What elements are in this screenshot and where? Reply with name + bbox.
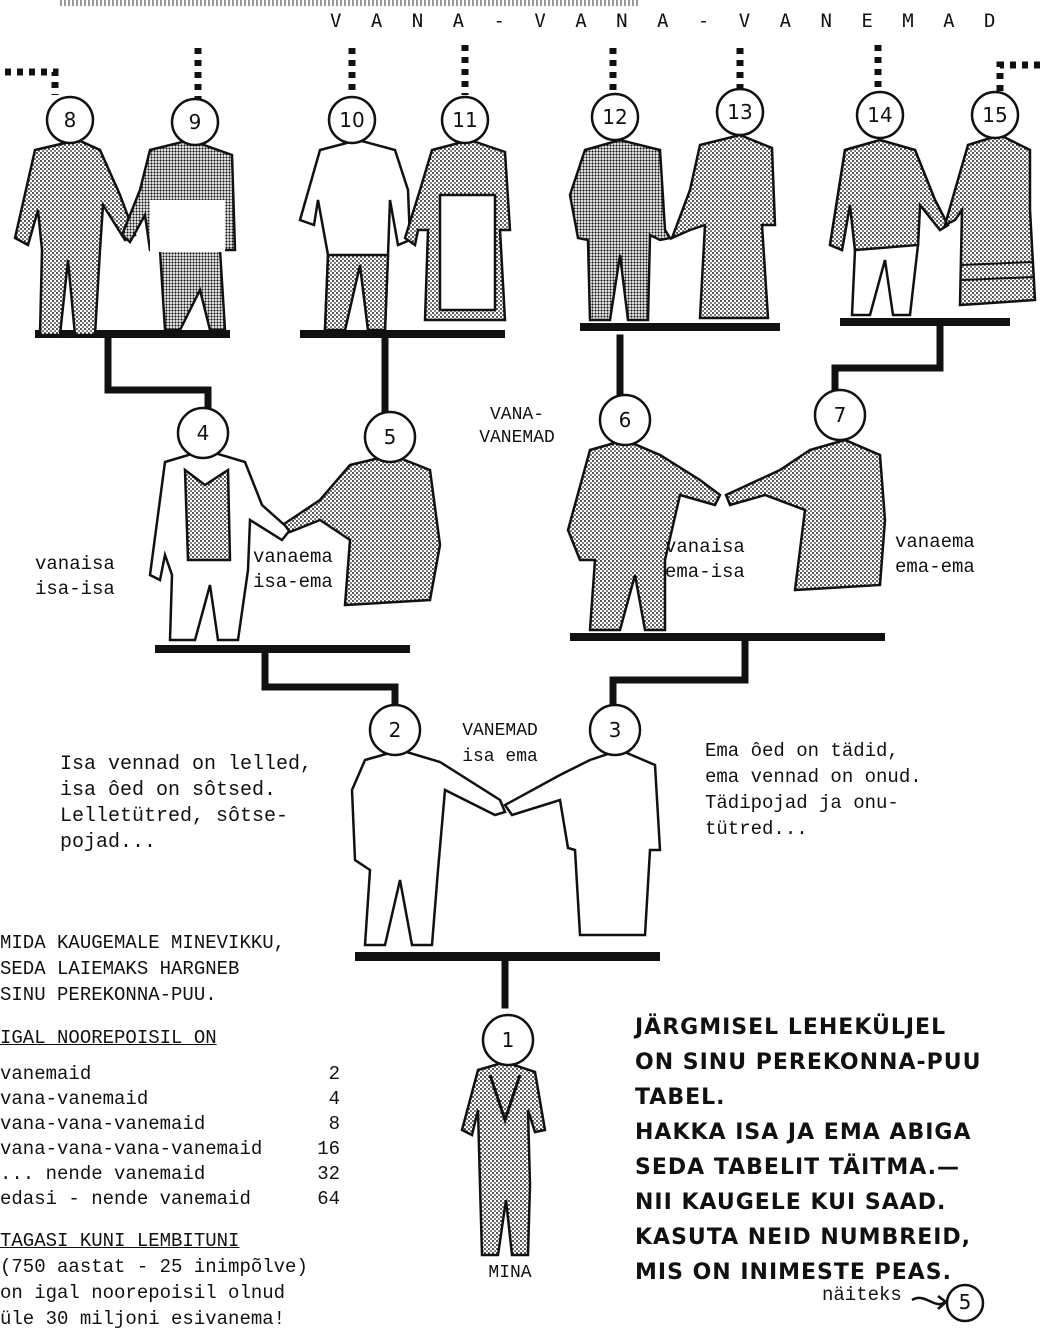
person-number-7: 7 bbox=[834, 403, 847, 427]
head-10 bbox=[327, 95, 377, 145]
person-8-figure bbox=[13, 138, 137, 337]
instructions-text: JÄRGMISEL LEHEKÜLJEL ON SINU PEREKONNA-P… bbox=[635, 1015, 982, 1285]
person-number-14: 14 bbox=[867, 103, 892, 127]
person-number-3: 3 bbox=[609, 718, 622, 742]
grandparents-label: VANA- VANEMAD bbox=[479, 405, 555, 448]
left-intro-text: MIDA KAUGEMALE MINEVIKKU, SEDA LAIEMAKS … bbox=[0, 932, 286, 1006]
person-number-15: 15 bbox=[982, 103, 1007, 127]
parents-label: VANEMAD bbox=[462, 721, 538, 741]
head-8 bbox=[45, 95, 95, 145]
connector-6-7-to-3 bbox=[609, 636, 749, 709]
ground-lines bbox=[35, 318, 1010, 961]
person-13-figure bbox=[669, 133, 777, 320]
person-number-5: 5 bbox=[384, 425, 397, 449]
person-2-figure bbox=[350, 748, 507, 947]
person-10-figure bbox=[298, 138, 412, 332]
me-label: MINA bbox=[488, 1263, 532, 1283]
head-3 bbox=[588, 703, 642, 757]
head-14 bbox=[855, 90, 905, 140]
head-1 bbox=[481, 1013, 535, 1067]
person-number-11: 11 bbox=[452, 108, 477, 132]
person-number-12: 12 bbox=[602, 105, 627, 129]
relation-label-5: vanaema isa-ema bbox=[253, 546, 333, 593]
person-number-10: 10 bbox=[339, 108, 364, 132]
person-number-13: 13 bbox=[727, 100, 752, 124]
head-4 bbox=[176, 406, 230, 460]
person-12-figure bbox=[568, 138, 673, 322]
head-2 bbox=[368, 703, 422, 757]
relation-label-6: vanaisa ema-isa bbox=[665, 536, 745, 583]
top-border-band bbox=[60, 0, 640, 6]
relation-label-4: vanaisa isa-isa bbox=[35, 553, 115, 600]
person-number-6: 6 bbox=[619, 408, 632, 432]
head-6 bbox=[598, 393, 652, 447]
example-arrow-icon bbox=[911, 1295, 948, 1310]
person-7-figure bbox=[724, 438, 887, 592]
person-3-figure bbox=[503, 748, 662, 937]
person-number-1: 1 bbox=[502, 1028, 515, 1052]
person-5-figure bbox=[282, 453, 442, 607]
great-grandparents-title: V A N A - V A N A - V A N E M A D bbox=[330, 10, 1005, 32]
left-heading: IGAL NOOREPOISIL ON bbox=[0, 1027, 217, 1049]
head-15 bbox=[970, 90, 1020, 140]
person-1-figure bbox=[460, 1060, 547, 1257]
person-number-2: 2 bbox=[389, 718, 402, 742]
left-heading-2: TAGASI KUNI LEMBITUNI bbox=[0, 1230, 240, 1252]
dashed-ancestry-lines bbox=[5, 45, 1040, 100]
example-label: näiteks bbox=[822, 1284, 902, 1306]
connector-8-9-to-4 bbox=[104, 334, 212, 424]
left-footer-text: (750 aastat - 25 inimpõlve) on igal noor… bbox=[0, 1256, 308, 1330]
example-head-circle bbox=[945, 1283, 985, 1323]
head-12 bbox=[590, 92, 640, 142]
relation-label-7: vanaema ema-ema bbox=[895, 531, 975, 578]
head-13 bbox=[715, 87, 765, 137]
connector-4-5-to-2 bbox=[261, 648, 399, 709]
person-number-4: 4 bbox=[197, 421, 210, 445]
person-6-figure bbox=[566, 438, 722, 632]
parents-sublabel: isa ema bbox=[462, 747, 538, 767]
father-side-note: Isa vennad on lelled, isa ôed on sôtsed.… bbox=[60, 753, 313, 854]
head-9 bbox=[170, 97, 220, 147]
person-number-9: 9 bbox=[189, 110, 202, 134]
head-5 bbox=[363, 410, 417, 464]
mother-side-note: Ema ôed on tädid, ema vennad on onud. Tä… bbox=[705, 740, 922, 840]
head-11 bbox=[440, 95, 490, 145]
person-number-8: 8 bbox=[64, 108, 77, 132]
tree-connectors bbox=[104, 324, 944, 1009]
connector-14-15-to-7 bbox=[831, 324, 944, 404]
example-number: 5 bbox=[958, 1290, 972, 1314]
heads bbox=[45, 87, 1020, 1323]
figures bbox=[13, 133, 1037, 1257]
head-7 bbox=[813, 388, 867, 442]
